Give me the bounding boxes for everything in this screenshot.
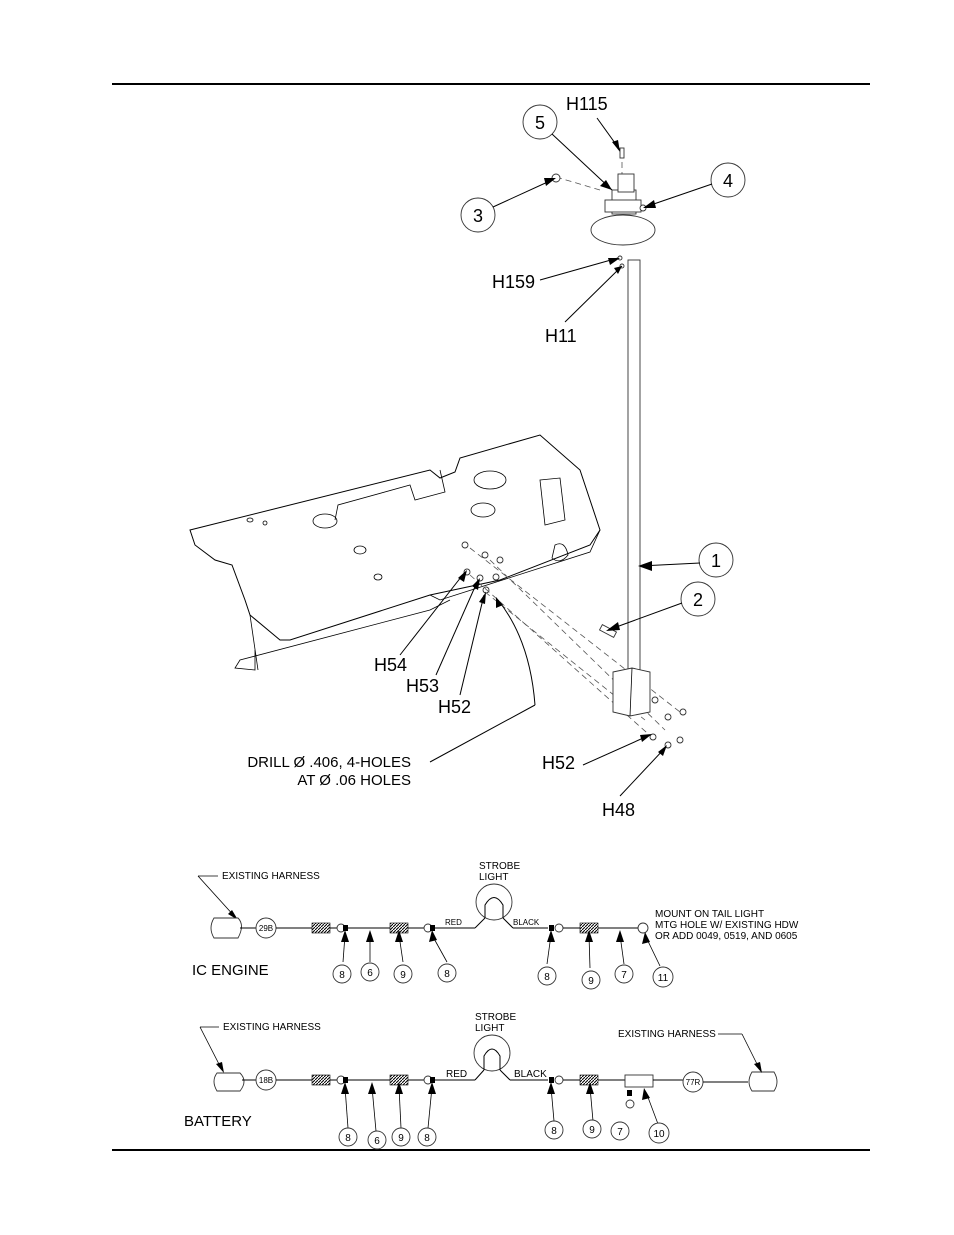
svg-text:6: 6 <box>374 1136 380 1147</box>
callout-3: 3 <box>460 197 496 233</box>
strobe-mast <box>598 259 687 749</box>
label-h52-bracket: H52 <box>542 753 575 773</box>
svg-text:18B: 18B <box>259 1076 273 1085</box>
svg-text:IC ENGINE: IC ENGINE <box>192 962 269 979</box>
svg-text:11: 11 <box>658 973 669 984</box>
label-h53: H53 <box>406 676 439 696</box>
svg-text:LIGHT: LIGHT <box>479 872 508 883</box>
svg-text:STROBE: STROBE <box>475 1012 516 1023</box>
svg-text:4: 4 <box>723 171 733 191</box>
svg-text:8: 8 <box>444 969 450 980</box>
label-h48: H48 <box>602 800 635 820</box>
svg-text:EXISTING HARNESS: EXISTING HARNESS <box>222 871 320 882</box>
chassis-frame <box>189 434 601 671</box>
svg-text:2: 2 <box>693 590 703 610</box>
label-h11: H11 <box>545 326 577 346</box>
svg-text:1: 1 <box>711 551 721 571</box>
svg-text:BATTERY: BATTERY <box>184 1113 252 1130</box>
svg-text:OR ADD 0049, 0519, AND 0605: OR ADD 0049, 0519, AND 0605 <box>655 931 798 942</box>
svg-text:9: 9 <box>589 1125 595 1136</box>
callout-4: 4 <box>710 162 746 198</box>
svg-text:7: 7 <box>621 970 627 981</box>
svg-text:9: 9 <box>400 970 406 981</box>
svg-text:29B: 29B <box>259 924 273 933</box>
svg-text:RED: RED <box>445 918 462 927</box>
label-h54: H54 <box>374 655 407 675</box>
strobe-light-assembly <box>551 147 656 269</box>
svg-text:BLACK: BLACK <box>513 918 540 927</box>
svg-text:6: 6 <box>367 968 373 979</box>
svg-text:9: 9 <box>398 1133 404 1144</box>
svg-text:RED: RED <box>446 1069 467 1080</box>
svg-text:BLACK: BLACK <box>514 1069 547 1080</box>
svg-text:77R: 77R <box>686 1078 701 1087</box>
svg-text:9: 9 <box>588 976 594 987</box>
svg-text:LIGHT: LIGHT <box>475 1023 504 1034</box>
ic-engine-harness: EXISTING HARNESS 29B RED STROBE LIGHT BL… <box>192 861 799 990</box>
svg-text:3: 3 <box>473 206 483 226</box>
label-h52-frame: H52 <box>438 697 471 717</box>
svg-text:8: 8 <box>339 970 345 981</box>
leader-lines <box>399 117 713 797</box>
svg-text:5: 5 <box>535 113 545 133</box>
svg-text:STROBE: STROBE <box>479 861 520 872</box>
svg-text:MOUNT ON TAIL LIGHT: MOUNT ON TAIL LIGHT <box>655 909 764 920</box>
svg-text:8: 8 <box>424 1133 430 1144</box>
svg-text:8: 8 <box>544 972 550 983</box>
callout-1: 1 <box>698 542 734 578</box>
label-h159: H159 <box>492 272 535 292</box>
label-h115: H115 <box>566 94 608 114</box>
svg-text:EXISTING HARNESS: EXISTING HARNESS <box>618 1029 716 1040</box>
svg-text:7: 7 <box>617 1127 623 1138</box>
svg-text:EXISTING HARNESS: EXISTING HARNESS <box>223 1022 321 1033</box>
drill-note-line2: AT Ø .06 HOLES <box>297 772 411 789</box>
svg-text:8: 8 <box>345 1133 351 1144</box>
drill-note-line1: DRILL Ø .406, 4-HOLES <box>247 754 411 771</box>
svg-text:MTG HOLE W/ EXISTING HDW: MTG HOLE W/ EXISTING HDW <box>655 920 799 931</box>
svg-text:10: 10 <box>653 1129 665 1140</box>
battery-harness: EXISTING HARNESS 18B RED STROBE LIGHT BL… <box>184 1012 778 1150</box>
callout-2: 2 <box>680 581 716 617</box>
callout-5: 5 <box>522 104 558 140</box>
svg-text:8: 8 <box>551 1126 557 1137</box>
